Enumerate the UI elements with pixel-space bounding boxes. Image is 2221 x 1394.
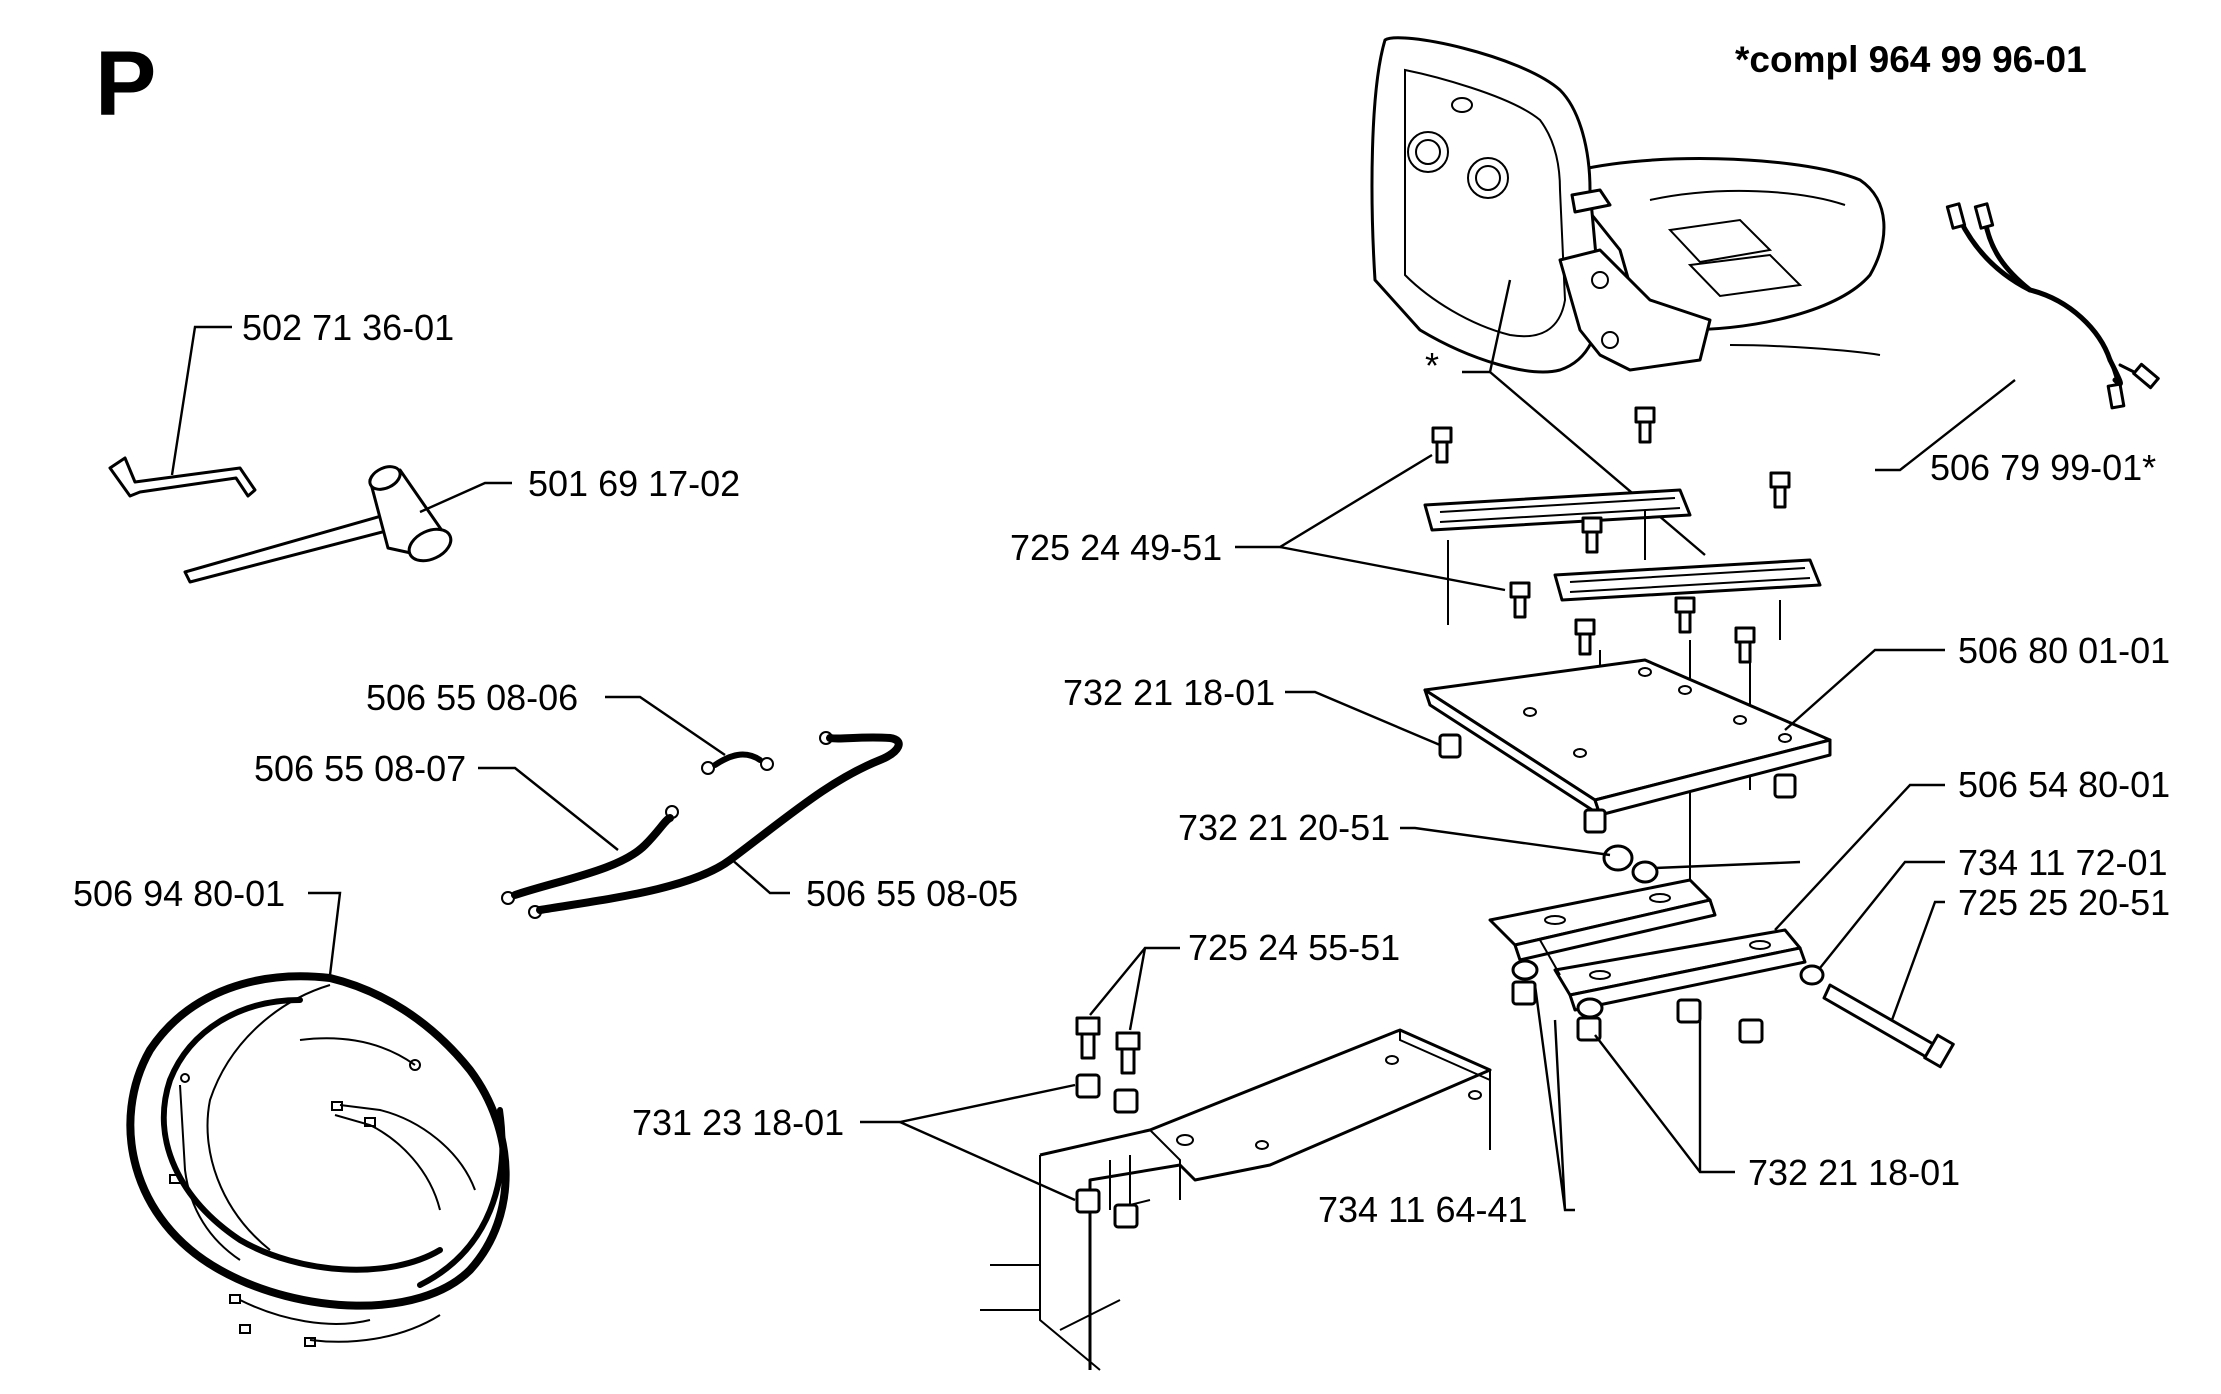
part-725-24-49-51: 725 24 49-51	[1010, 527, 1222, 568]
part-732-21-18-01-b: 732 21 18-01	[1748, 1152, 1960, 1193]
frame-nuts	[1075, 1073, 1139, 1229]
part-506-79-99-01: 506 79 99-01*	[1930, 447, 2156, 488]
part-732-21-18-01-a: 732 21 18-01	[1063, 672, 1275, 713]
section-letter: P	[95, 33, 156, 135]
asterisk-mark: *	[1425, 345, 1439, 386]
bracket-nuts	[1511, 959, 1764, 1044]
part-725-24-55-51: 725 24 55-51	[1188, 927, 1400, 968]
assembly-note: *compl 964 99 96-01	[1735, 39, 2087, 80]
spacer	[1799, 964, 1825, 986]
part-506-55-08-06: 506 55 08-06	[366, 677, 578, 718]
mower-frame	[980, 1028, 1492, 1371]
long-bolt	[1822, 983, 1955, 1069]
frame-bolts	[1075, 1016, 1141, 1075]
rail-bolts	[1431, 406, 1791, 664]
part-506-94-80-01: 506 94 80-01	[73, 873, 285, 914]
part-734-11-64-41: 734 11 64-41	[1318, 1189, 1528, 1230]
part-506-80-01-01: 506 80 01-01	[1958, 630, 2170, 671]
part-732-21-20-51: 732 21 20-51	[1178, 807, 1390, 848]
seat-illustration	[1370, 36, 1886, 374]
seat-switch-cable	[1945, 202, 2160, 410]
seat-rails	[1423, 488, 1822, 602]
locking-nut	[1602, 844, 1659, 884]
seat-plate	[1423, 658, 1832, 817]
part-731-23-18-01: 731 23 18-01	[632, 1102, 844, 1143]
part-725-25-20-51: 725 25 20-51	[1958, 882, 2170, 923]
hex-key	[108, 456, 257, 498]
part-506-54-80-01: 506 54 80-01	[1958, 764, 2170, 805]
part-501-69-17-02: 501 69 17-02	[528, 463, 740, 504]
part-734-11-72-01: 734 11 72-01	[1958, 842, 2168, 883]
part-506-55-08-07: 506 55 08-07	[254, 748, 466, 789]
cable-short	[701, 751, 774, 775]
wiring-harness	[126, 972, 510, 1347]
cable-long	[528, 731, 903, 919]
part-506-55-08-05: 506 55 08-05	[806, 873, 1018, 914]
bracket	[1488, 878, 1807, 1012]
spark-plug-wrench	[183, 465, 453, 584]
cable-medium	[501, 805, 679, 905]
part-502-71-36-01: 502 71 36-01	[242, 307, 454, 348]
plate-nuts	[1438, 733, 1797, 834]
